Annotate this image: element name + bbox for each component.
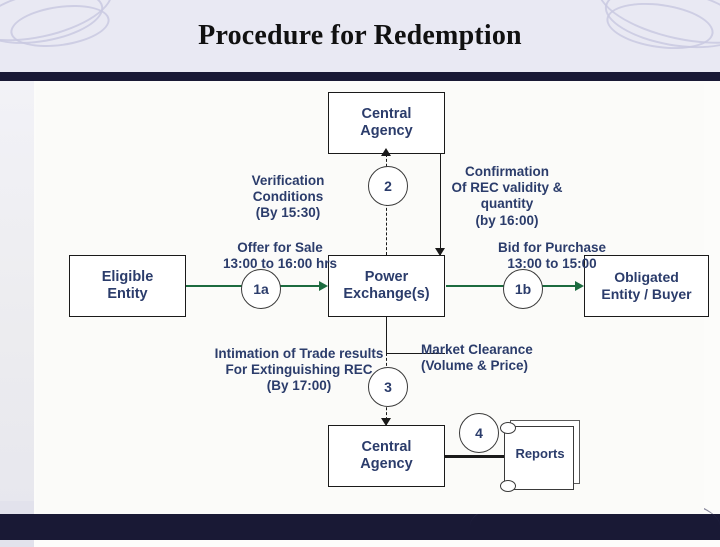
step-marker-1a: 1a xyxy=(241,269,281,309)
connector-market-clearance xyxy=(386,317,445,354)
label-bid-for-purchase: Bid for Purchase 13:00 to 15:00 xyxy=(497,240,607,272)
connector-central-top-to-power xyxy=(440,154,441,255)
flow-diagram: Central Agency Eligible Entity Power Exc… xyxy=(36,84,709,514)
step-marker-3: 3 xyxy=(368,367,408,407)
node-central-agency-bottom: Central Agency xyxy=(328,425,445,487)
left-edge-decoration xyxy=(0,81,34,547)
label-confirmation: Confirmation Of REC validity & quantity … xyxy=(451,164,563,228)
header-decoration xyxy=(0,0,720,72)
step-marker-1b: 1b xyxy=(503,269,543,309)
label-intimation-of-trade-results: Intimation of Trade results For Extingui… xyxy=(214,346,384,394)
scroll-curl-bottom-icon xyxy=(500,480,516,492)
node-power-exchange: Power Exchange(s) xyxy=(328,255,445,317)
node-obligated-entity: Obligated Entity / Buyer xyxy=(584,255,709,317)
reports-document-icon: Reports xyxy=(498,420,580,494)
arrowhead-down-icon xyxy=(381,418,391,426)
node-central-agency-top: Central Agency xyxy=(328,92,445,154)
node-eligible-entity: Eligible Entity xyxy=(69,255,186,317)
header-rule xyxy=(0,72,720,81)
arrowhead-right-icon xyxy=(575,281,584,291)
label-verification-conditions: Verification Conditions (By 15:30) xyxy=(251,173,325,221)
label-market-clearance: Market Clearance (Volume & Price) xyxy=(421,342,533,374)
arrowhead-up-icon xyxy=(381,148,391,156)
arrowhead-right-icon xyxy=(319,281,328,291)
arrowhead-down-icon xyxy=(435,248,445,256)
label-offer-for-sale: Offer for Sale 13:00 to 16:00 hrs xyxy=(222,240,338,272)
step-marker-4: 4 xyxy=(459,413,499,453)
connector-central-bottom-to-reports xyxy=(445,455,509,458)
reports-page-front xyxy=(504,426,574,490)
scroll-curl-top-icon xyxy=(500,422,516,434)
step-marker-2: 2 xyxy=(368,166,408,206)
reports-label: Reports xyxy=(515,446,565,461)
page-title: Procedure for Redemption xyxy=(198,20,522,51)
